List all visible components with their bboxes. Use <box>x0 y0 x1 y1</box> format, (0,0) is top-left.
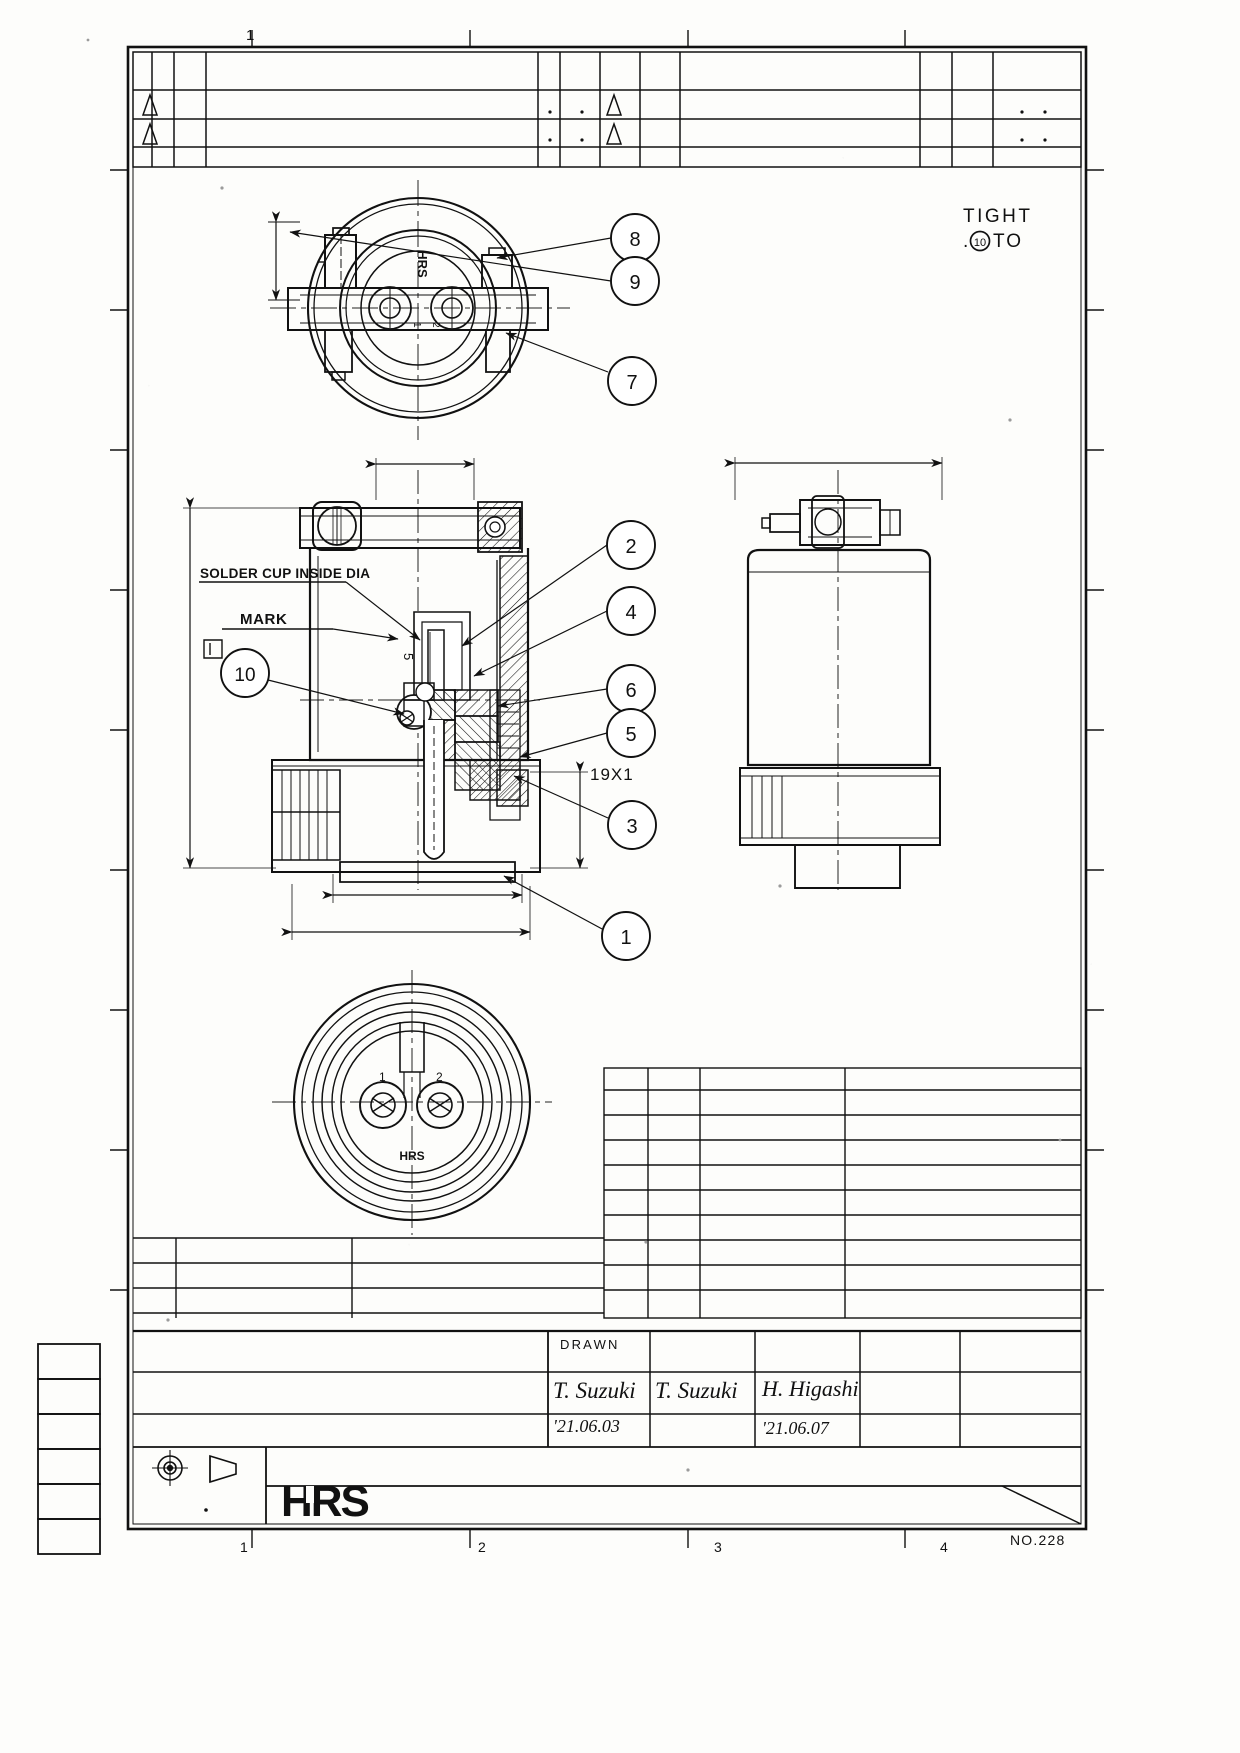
zone-label-bottom-3: 3 <box>714 1539 722 1555</box>
signature-2: T. Suzuki <box>655 1378 738 1403</box>
mark-note: MARK <box>222 611 399 642</box>
signature-1: T. Suzuki <box>553 1378 636 1403</box>
balloon-10: 10 <box>220 648 270 698</box>
balloon-5: 5 <box>606 708 656 758</box>
item-10-flag <box>203 639 223 659</box>
balloon-5-label: 5 <box>625 724 636 746</box>
zone-label-bottom-1: 1 <box>240 1539 248 1555</box>
tighten-note-line2: TO <box>993 231 1023 252</box>
hrs-logo: HRS <box>281 1477 371 1526</box>
revision-triangle-markers <box>141 92 623 145</box>
solder-cup-note: SOLDER CUP INSIDE DIA <box>199 566 421 641</box>
view-front-circular: 1 2 HRS <box>272 970 552 1235</box>
projection-symbol <box>152 1450 237 1486</box>
balloon-4-label: 4 <box>625 602 636 624</box>
balloon-8-label: 8 <box>629 229 640 251</box>
leader-lines-section <box>267 544 609 931</box>
balloon-7: 7 <box>607 356 657 406</box>
revision-table <box>132 51 1082 168</box>
tighten-note-dot: . <box>963 231 968 252</box>
lower-left-table <box>133 1237 604 1318</box>
tighten-balloon-circle <box>969 230 991 252</box>
parts-list-table <box>603 1067 1082 1319</box>
signature-group: T. Suzuki '21.06.03 T. Suzuki H. Higashi… <box>553 1376 859 1438</box>
front-view-pin-2: 2 <box>436 1070 443 1084</box>
title-block <box>133 1329 1082 1525</box>
mark-note-text: MARK <box>240 611 287 628</box>
balloon-9: 9 <box>610 256 660 306</box>
hrs-logo-text: HRS <box>281 1477 369 1526</box>
zone-label-top-1: 1 <box>246 27 254 44</box>
balloon-2: 2 <box>606 520 656 570</box>
left-margin-index <box>37 1343 101 1555</box>
rear-view-hrs-mark: HRS <box>415 250 430 278</box>
balloon-10-label: 10 <box>234 665 255 686</box>
rear-view-pin-2: 2 <box>430 322 441 328</box>
zone-label-bottom-2: 2 <box>478 1539 486 1555</box>
balloon-4: 4 <box>606 586 656 636</box>
front-view-hrs-mark: HRS <box>399 1149 424 1163</box>
signature-3: H. Higashi <box>761 1376 859 1401</box>
balloon-8: 8 <box>610 213 660 263</box>
tighten-balloon-value: 10 <box>974 237 986 249</box>
view-cross-section <box>183 458 588 940</box>
signature-3-date: '21.06.07 <box>762 1418 830 1438</box>
leader-lines-rear-view <box>289 229 612 373</box>
solder-cup-note-text: SOLDER CUP INSIDE DIA <box>200 566 370 581</box>
frame-zone-ticks <box>110 30 1104 1548</box>
balloon-7-label: 7 <box>626 372 637 394</box>
revision-dot-marks <box>548 110 1047 142</box>
view-rear-circular: HRS 1 2 <box>268 180 570 440</box>
tighten-note: TIGHT . 10 TO <box>963 206 1033 252</box>
balloon-3-label: 3 <box>626 816 637 838</box>
balloon-1-label: 1 <box>620 927 631 949</box>
signature-1-date: '21.06.03 <box>553 1416 620 1436</box>
balloon-6-label: 6 <box>625 680 636 702</box>
drawn-label: DRAWN <box>560 1337 620 1352</box>
sheet-number: NO.228 <box>1010 1532 1065 1548</box>
title-block-dot <box>204 1508 208 1512</box>
body-mark-glyph: 5 <box>401 653 416 660</box>
rear-view-pin-1: 1 <box>411 322 422 328</box>
balloon-6: 6 <box>606 664 656 714</box>
scan-artifacts <box>86 38 1062 1472</box>
balloon-9-label: 9 <box>629 272 640 294</box>
tighten-note-line1: TIGHT <box>963 206 1033 227</box>
front-view-pin-1: 1 <box>379 1070 386 1084</box>
balloon-2-label: 2 <box>625 536 636 558</box>
zone-label-bottom-4: 4 <box>940 1539 948 1555</box>
balloon-1: 1 <box>601 911 651 961</box>
balloon-3: 3 <box>607 800 657 850</box>
view-outline-side <box>724 457 943 890</box>
thread-dimension-label: 19X1 <box>590 765 634 784</box>
